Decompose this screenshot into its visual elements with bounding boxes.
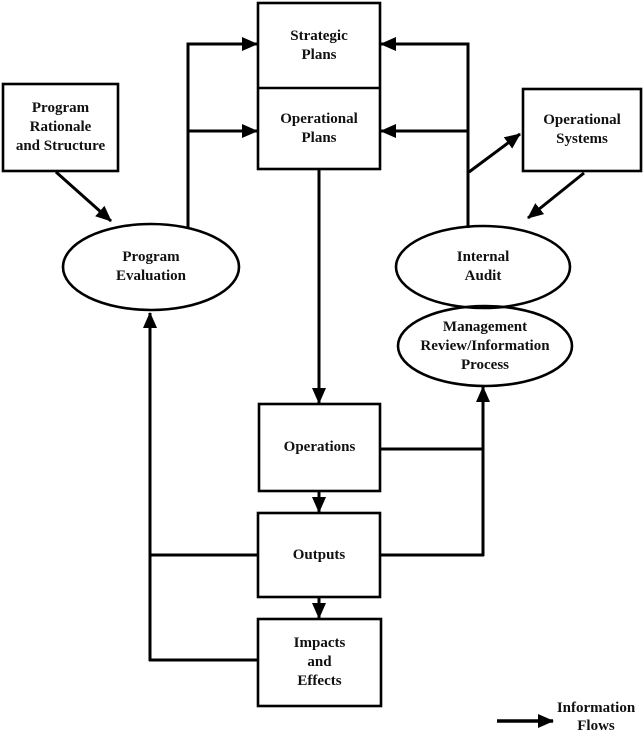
program-rationale-box bbox=[1, 82, 120, 173]
program-evaluation-ellipse bbox=[61, 222, 241, 312]
arrow-audit-to-strategic-plans bbox=[380, 37, 470, 228]
arrow-audit-to-operational-systems bbox=[468, 132, 521, 174]
internal-audit-ellipse bbox=[394, 224, 572, 310]
impacts-effects-box bbox=[256, 617, 383, 708]
arrow-evaluation-to-strategic-plans bbox=[186, 37, 258, 227]
outputs-box bbox=[256, 511, 382, 599]
operational-systems-box bbox=[521, 87, 643, 173]
management-review-ellipse bbox=[396, 304, 574, 388]
arrow-rationale-to-evaluation bbox=[55, 170, 112, 223]
plans-box bbox=[256, 1, 382, 171]
arrow-operational-systems-to-audit bbox=[527, 171, 585, 220]
operations-box bbox=[257, 402, 382, 493]
